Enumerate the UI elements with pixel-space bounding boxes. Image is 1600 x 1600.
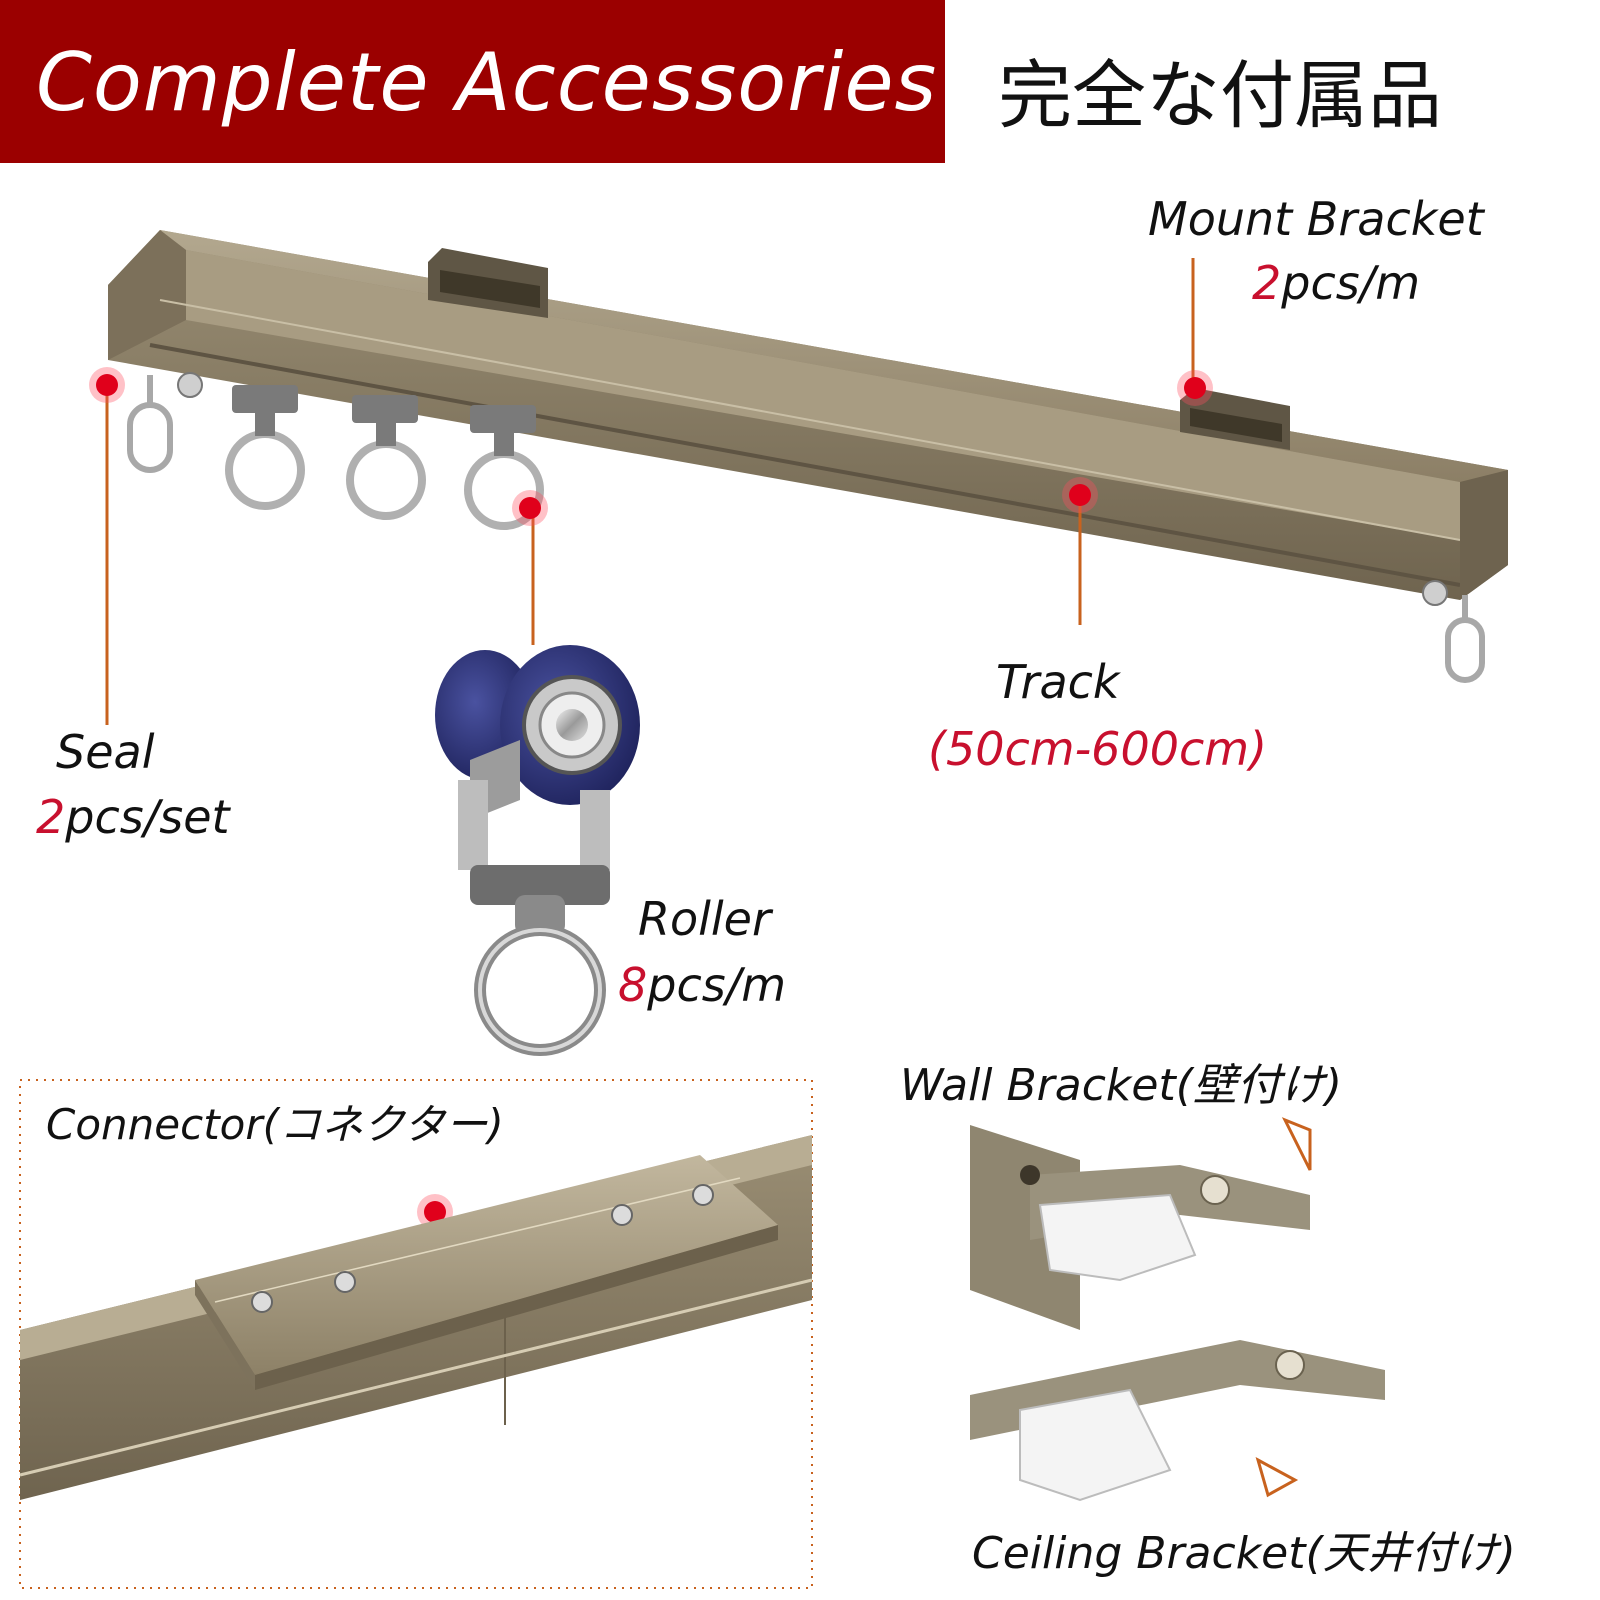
seal-qty-num: 2: [36, 790, 66, 844]
leader-lines: [105, 258, 1195, 725]
wall-bracket-label: Wall Bracket(壁付け): [900, 1060, 1343, 1111]
screw-icon: [177, 372, 203, 398]
mount-bracket-qty: 2pcs/m: [1252, 256, 1420, 311]
mount-bracket-qty-unit: pcs/m: [1281, 256, 1421, 310]
title-banner: Complete Accessories: [0, 0, 945, 163]
roller-qty-num: 8: [618, 958, 648, 1012]
roller-qty-unit: pcs/m: [647, 958, 787, 1012]
connector-label: Connector(コネクター): [46, 1100, 504, 1149]
track-range: (50cm-600cm): [928, 722, 1268, 776]
end-hook-right-icon: [1445, 595, 1485, 683]
roller-qty: 8pcs/m: [618, 958, 786, 1013]
roller-label: Roller: [638, 892, 771, 946]
ring-carriers: [232, 385, 536, 456]
ceiling-bracket-icon: [970, 1340, 1385, 1502]
roller-icon: [435, 645, 640, 1056]
seal-label: Seal: [56, 725, 155, 779]
screw-icon: [1422, 580, 1448, 606]
connector-panel: [19, 1079, 813, 1589]
marker-dots: [89, 367, 1213, 1230]
seal-qty-unit: pcs/set: [65, 790, 230, 844]
ceiling-bracket-label: Ceiling Bracket(天井付け): [972, 1528, 1516, 1579]
jp-subtitle: 完全な付属品: [998, 53, 1442, 139]
end-hook-left-icon: [127, 375, 173, 473]
seal-qty: 2pcs/set: [36, 790, 230, 845]
track-rail: [108, 230, 1508, 600]
mount-bracket-label: Mount Bracket: [1148, 192, 1484, 247]
track-label: Track: [996, 655, 1120, 709]
track-rings: [225, 430, 544, 530]
mount-bracket-name: Mount Bracket: [1148, 192, 1484, 246]
wall-bracket-icon: [970, 1117, 1312, 1330]
mount-bracket-qty-num: 2: [1252, 256, 1282, 310]
connector-screws: [251, 1184, 714, 1313]
banner-title: Complete Accessories: [36, 36, 938, 129]
